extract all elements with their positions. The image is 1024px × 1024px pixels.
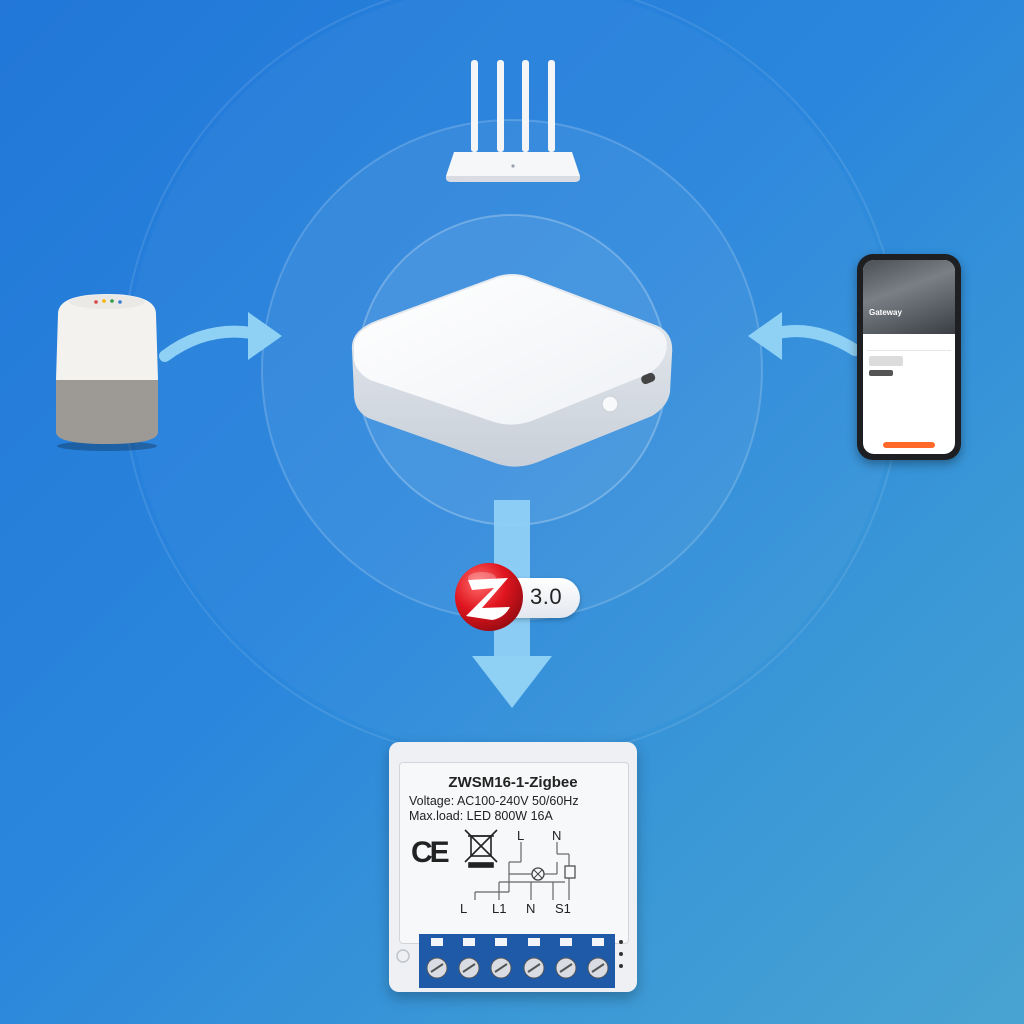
ce-mark: CE <box>411 836 450 869</box>
smartphone-app-icon: Gateway <box>857 254 961 460</box>
phone-screen-title: Gateway <box>869 308 902 317</box>
wiring-diagram <box>396 829 623 988</box>
top-label-l: L <box>517 828 525 843</box>
terminal-label-s1: S1 <box>555 901 571 916</box>
module-model: ZWSM16-1-Zigbee <box>448 774 578 791</box>
top-label-n: N <box>552 828 562 843</box>
arrow-phone-to-hub <box>748 312 861 360</box>
module-voltage: Voltage: AC100-240V 50/60Hz <box>409 794 579 808</box>
zigbee-version-label: 3.0 <box>530 584 563 609</box>
zigbee-gateway-hub <box>351 274 673 467</box>
phone-screen: Gateway <box>863 260 955 454</box>
module-label-panel <box>399 762 629 944</box>
terminal-label-l1: L1 <box>492 901 507 916</box>
module-maxload: Max.load: LED 800W 16A <box>409 809 553 823</box>
phone-list-item-label <box>869 370 893 376</box>
switch-module: ZWSM16-1-Zigbee Voltage: AC100-240V 50/6… <box>389 742 637 992</box>
zigbee-logo-icon <box>455 563 523 631</box>
weee-bin-icon <box>464 829 498 868</box>
smart-speaker-icon <box>56 294 158 451</box>
terminal-label-n: N <box>526 901 536 916</box>
wifi-router-icon <box>446 60 580 182</box>
phone-subrow <box>867 338 951 351</box>
phone-bottom-button <box>883 442 935 448</box>
terminal-label-l: L <box>460 901 468 916</box>
phone-room-photo <box>863 260 955 334</box>
switch-symbol <box>564 865 576 879</box>
terminal-screws <box>396 934 623 988</box>
arrow-speaker-to-hub <box>159 312 282 362</box>
phone-list-item <box>869 356 903 366</box>
